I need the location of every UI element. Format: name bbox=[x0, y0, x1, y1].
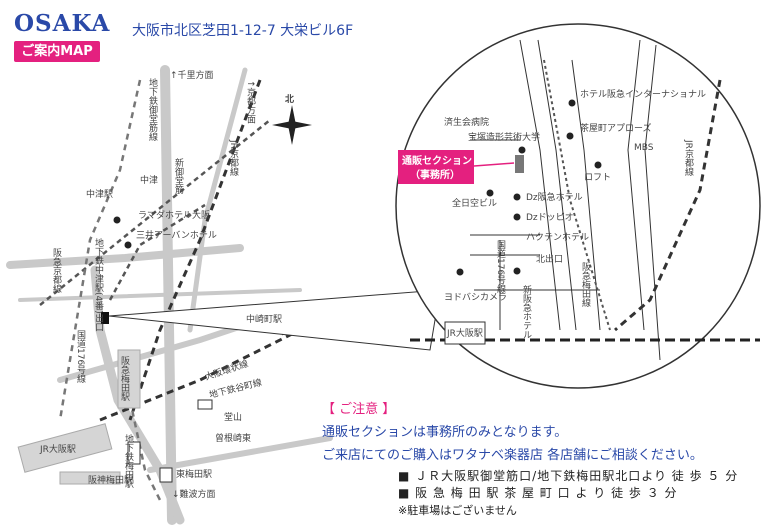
label-nakatsu: 中津 bbox=[140, 174, 158, 186]
label-doyama: 堂山 bbox=[224, 411, 242, 423]
label-nakatsu-station: 中津駅 bbox=[86, 188, 113, 200]
label-yodobashi: ヨドバシカメラ bbox=[444, 292, 507, 303]
label-shin-midosuji: 新御堂筋 bbox=[173, 157, 184, 195]
label-namba: ↓難波方面 bbox=[172, 488, 216, 500]
label-zennikku: 全日空ビル bbox=[452, 197, 497, 209]
access-line-1: ■ ＪＲ大阪駅御堂筋口/地下鉄梅田駅北口より 徒 歩 ５ 分 bbox=[398, 469, 739, 483]
label-chayamachi: 茶屋町アプローズ bbox=[580, 122, 652, 134]
dot-loft bbox=[594, 161, 602, 169]
dot-takarazuka bbox=[518, 146, 526, 154]
north-compass-icon bbox=[272, 105, 312, 145]
label-hanshin-umeda: 阪神梅田駅 bbox=[88, 474, 133, 486]
inset-jr-osaka-box bbox=[444, 321, 486, 345]
label-d-hotel2: ハクテンホテル bbox=[526, 232, 589, 243]
label-route176: 国道176号線 bbox=[75, 330, 86, 383]
label-inset-jr-osaka: JR大阪駅 bbox=[446, 327, 483, 339]
label-kitadeguchi: 北出口 bbox=[536, 253, 563, 265]
label-shin-hankyu: 新阪急ホテル bbox=[521, 284, 532, 339]
inset-jr-line bbox=[614, 79, 722, 332]
label-subway-exit: 地下鉄中津駅(4番)出口 bbox=[93, 237, 104, 332]
mitsui-dot bbox=[124, 241, 132, 249]
jr-osaka-block bbox=[17, 423, 113, 473]
label-nakazakicho: 中崎町駅 bbox=[246, 313, 282, 325]
label-mitsui: 三井アーバンホテル bbox=[136, 229, 217, 241]
callout-line1: 通販セクション bbox=[402, 154, 472, 167]
label-hankyu-line: 阪急梅田線 bbox=[580, 262, 591, 307]
dot-zennikku bbox=[486, 189, 494, 197]
notice-line-1: 通販セクションは事務所のみとなります。 bbox=[322, 425, 568, 440]
office-location-marker bbox=[101, 312, 109, 324]
parking-note: ※駐車場はございません bbox=[398, 504, 517, 517]
inset-map-circle bbox=[395, 23, 761, 389]
rail-lines bbox=[39, 79, 301, 501]
label-loft: ロフト bbox=[584, 173, 611, 183]
label-osaka-loop: 大阪環状線 bbox=[203, 358, 250, 383]
ramada-dot bbox=[113, 216, 121, 224]
label-takarazuka: 宝塚造形芸術大学 bbox=[468, 131, 540, 143]
label-mbs: MBS bbox=[634, 143, 654, 153]
doyama-marker bbox=[197, 399, 213, 410]
label-saiseikai: 済生会病院 bbox=[444, 116, 489, 128]
subway-umeda-marker bbox=[127, 441, 141, 465]
callout-wedge bbox=[108, 289, 441, 351]
label-hotel-hankyu: ホテル阪急インターナショナル bbox=[580, 88, 706, 100]
label-tanimachi: 地下鉄谷町線 bbox=[208, 376, 263, 401]
label-jr-osaka: JR大阪駅 bbox=[39, 443, 76, 455]
map-badge: ご案内MAP bbox=[14, 41, 100, 62]
notice-line-2: ご来店にてのご購入はワタナベ楽器店 各店舗にご相談ください。 bbox=[322, 448, 703, 463]
label-hankyu-kyoto: 阪急京都線 bbox=[51, 248, 62, 293]
notice-title: 【 ご注意 】 bbox=[322, 402, 396, 417]
dot-yodobashi bbox=[456, 268, 464, 276]
label-inset-jr-kyoto: JR京都線 bbox=[683, 139, 694, 176]
dot-d-plaza bbox=[513, 213, 521, 221]
dot-chayamachi bbox=[566, 132, 574, 140]
label-jr-kyoto: JR京都線 bbox=[228, 139, 239, 176]
label-higashi-umeda: 東梅田駅 bbox=[176, 468, 212, 480]
higashi-umeda-marker bbox=[159, 467, 173, 483]
callout-pointer bbox=[473, 162, 515, 167]
label-kyoto-direction: ↑京都方面 bbox=[245, 80, 256, 124]
hanshin-block bbox=[59, 471, 121, 485]
dot-d-hotel bbox=[513, 193, 521, 201]
dot-hotel-hankyu bbox=[568, 99, 576, 107]
page-title: OSAKA bbox=[14, 10, 111, 37]
inset-office-building bbox=[515, 155, 524, 173]
label-hankyu-umeda: 阪急梅田駅 bbox=[119, 356, 130, 402]
label-d-plaza: Dzドッピオ bbox=[526, 212, 574, 223]
label-subway-umeda: 地下鉄梅田駅 bbox=[123, 433, 134, 489]
address-text: 大阪市北区芝田1-12-7 大栄ビル6F bbox=[132, 23, 354, 39]
label-ramada: ラマダホテル大阪 bbox=[138, 209, 210, 221]
hankyu-umeda-block bbox=[117, 349, 141, 409]
north-label: 北 bbox=[285, 93, 294, 105]
access-line-2: ■ 阪 急 梅 田 駅 茶 屋 町 口 よ り 徒 歩 ３ 分 bbox=[398, 486, 678, 500]
label-senri: ↑千里方面 bbox=[170, 69, 214, 81]
label-inset-route176: 国道176号線 bbox=[495, 240, 506, 293]
road-network bbox=[6, 65, 333, 525]
callout-line2: （事務所） bbox=[410, 168, 460, 181]
dot-shin-hankyu bbox=[513, 267, 521, 275]
label-sonezaki: 曾根崎東 bbox=[215, 432, 251, 444]
label-midosuji: 地下鉄御堂筋線 bbox=[147, 77, 158, 141]
label-d-hotel: Dz阪急ホテル bbox=[526, 191, 583, 203]
office-callout bbox=[398, 150, 474, 184]
